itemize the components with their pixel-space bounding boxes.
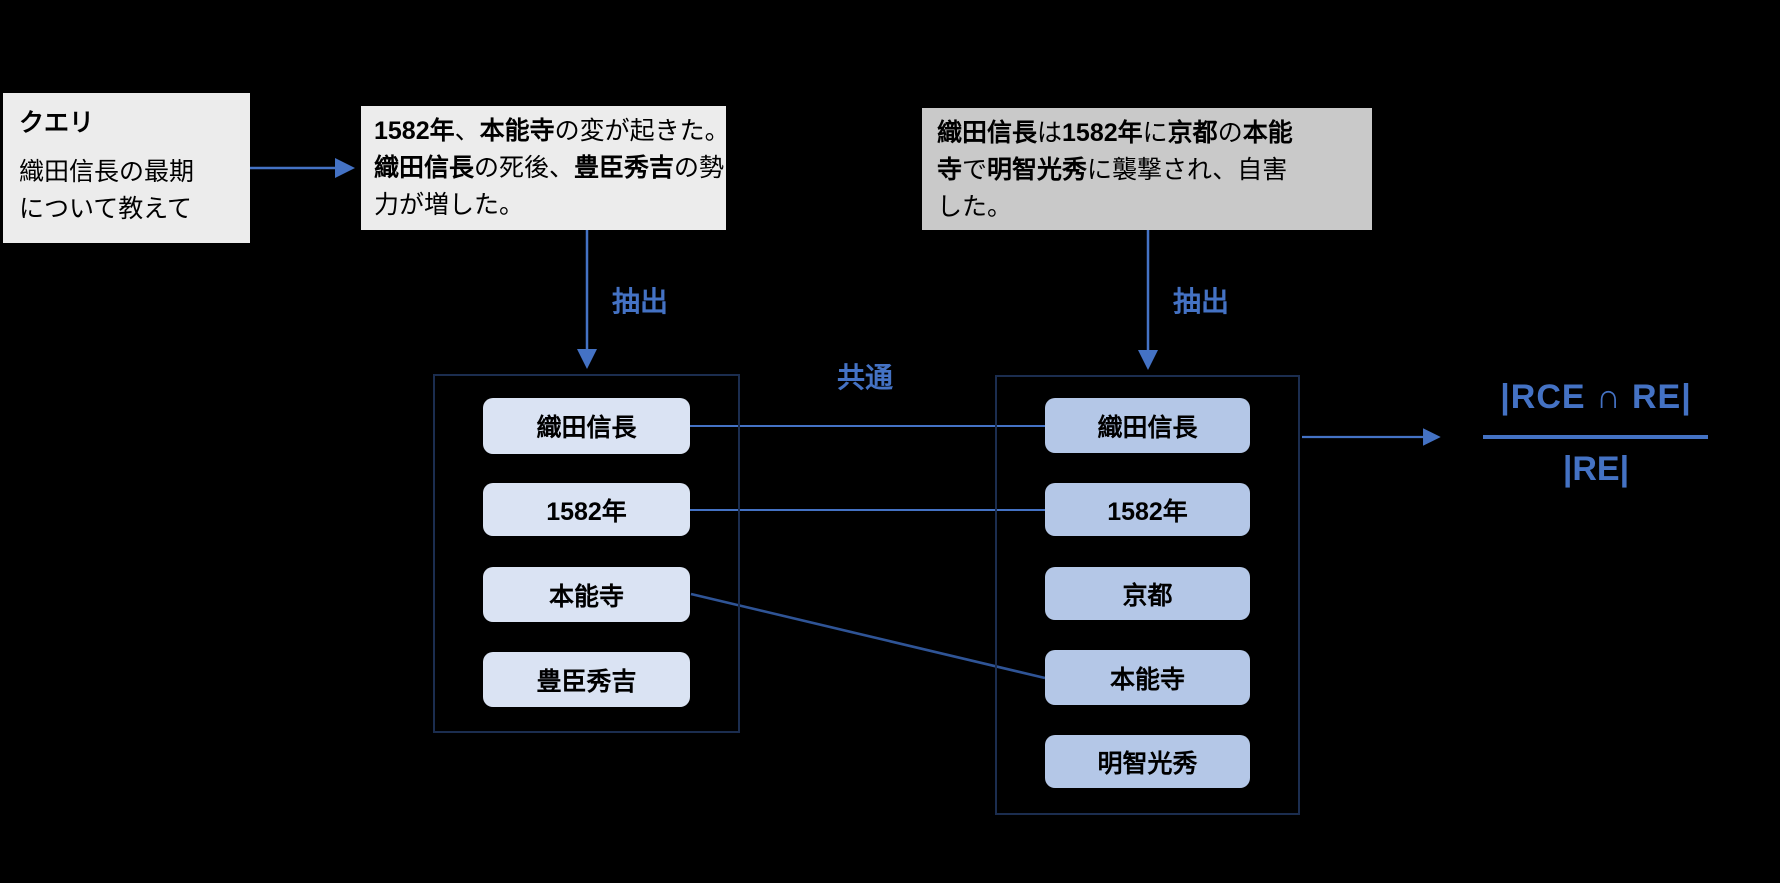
- formula-numerator: |RCE ∩ RE|: [1500, 378, 1692, 416]
- right-entity-container: [995, 375, 1300, 815]
- formula-denominator: |RE|: [1562, 450, 1630, 488]
- entity-right-honnoji: 本能寺: [1045, 650, 1250, 705]
- query-text: 織田信長の最期について教えて: [19, 158, 195, 223]
- connector-honnoji-diagonal: [690, 592, 1046, 680]
- chunk1-text-box: 1582年、本能寺の変が起きた。織田信長の死後、豊臣秀吉の勢力が増した。: [361, 106, 730, 230]
- common-label: 共通: [837, 362, 894, 393]
- entity-left-1582: 1582年: [483, 483, 690, 536]
- extract-label-right: 抽出: [1173, 286, 1230, 317]
- entity-right-oda-nobunaga: 織田信長: [1045, 398, 1250, 453]
- query-title: クエリ: [19, 109, 95, 137]
- entity-left-oda-nobunaga: 織田信長: [483, 398, 690, 454]
- chunk2-text-box: 織田信長は1582年に京都の本能寺で明智光秀に襲撃され、自害した。: [922, 108, 1372, 230]
- entity-left-honnoji: 本能寺: [483, 567, 690, 622]
- query-box: クエリ 織田信長の最期について教えて: [3, 93, 250, 243]
- entity-right-akechi-mitsuhide: 明智光秀: [1045, 735, 1250, 788]
- left-entity-container: [433, 374, 740, 733]
- entity-left-toyotomi-hideyoshi: 豊臣秀吉: [483, 652, 690, 707]
- entity-right-kyoto: 京都: [1045, 567, 1250, 620]
- entity-right-1582: 1582年: [1045, 483, 1250, 536]
- extract-label-left: 抽出: [612, 286, 669, 317]
